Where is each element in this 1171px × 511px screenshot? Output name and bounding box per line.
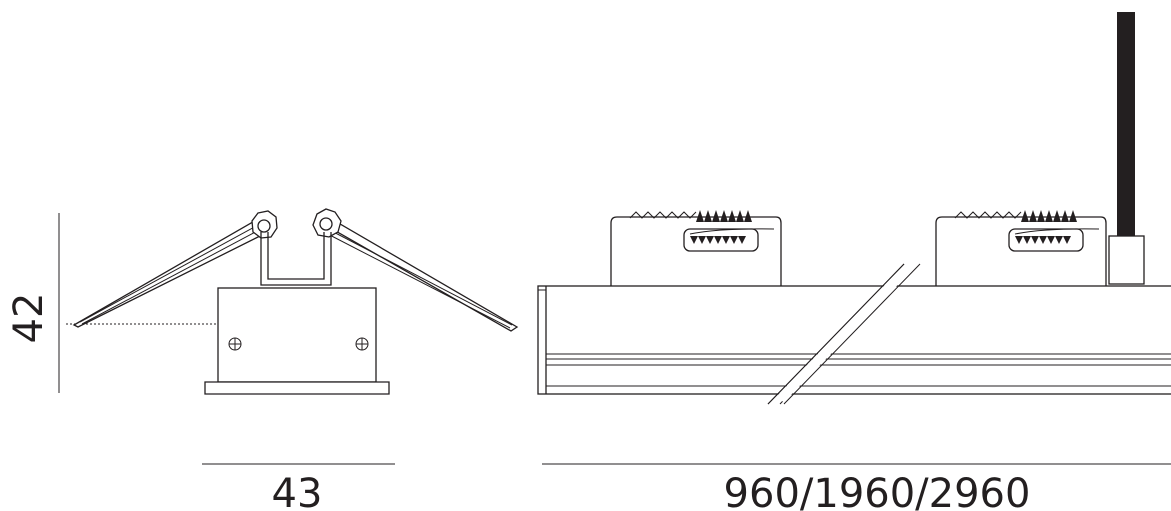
mounting-bracket-1: [610, 210, 782, 286]
screw-left: [228, 337, 242, 351]
height-dimension-label: 42: [6, 293, 52, 344]
cable-gland: [1108, 235, 1145, 285]
right-spring-arm: [312, 208, 519, 332]
power-cable: [1117, 12, 1135, 237]
length-dimension-label: 960/1960/2960: [724, 471, 1031, 511]
width-dimension-label: 43: [272, 471, 323, 511]
mounting-bracket-2: [935, 210, 1107, 286]
wire-clip: [260, 232, 332, 286]
break-lines: [767, 258, 921, 405]
housing-flange: [204, 381, 390, 395]
profile-body: [537, 285, 1171, 395]
screw-right: [355, 337, 369, 351]
cross-section-view: 42: [6, 208, 519, 511]
side-view: 960/1960/2960: [537, 12, 1171, 511]
housing-body: [217, 287, 377, 383]
